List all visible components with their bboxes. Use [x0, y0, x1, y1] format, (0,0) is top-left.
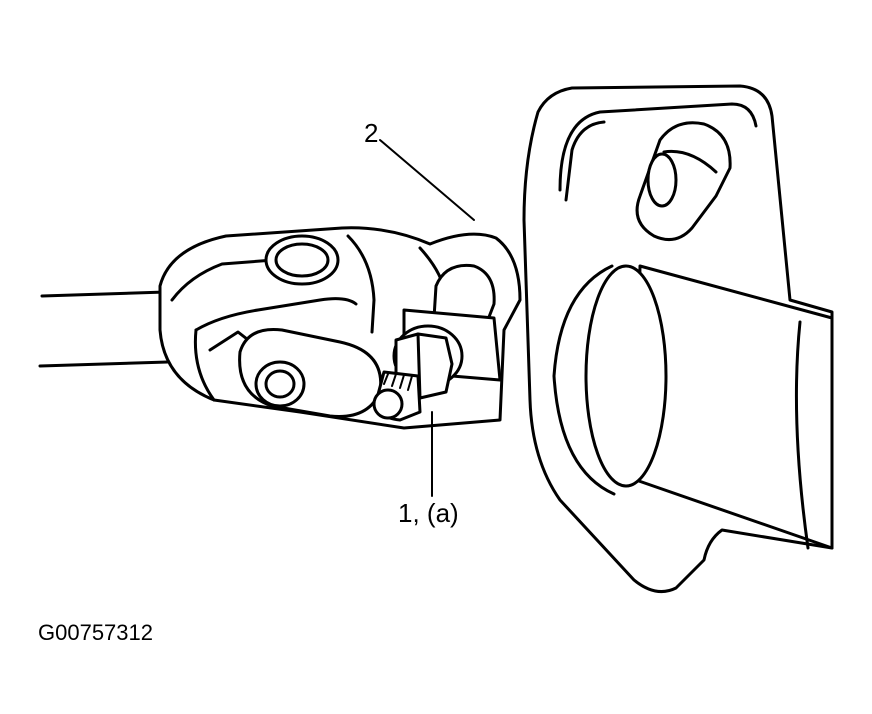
- yoke-cross-cap-upper: [264, 234, 340, 286]
- figure-code: G00757312: [38, 620, 153, 645]
- column-tube: [552, 264, 834, 550]
- callout-2: 2: [364, 118, 378, 148]
- leader-line-2: [379, 139, 475, 221]
- intermediate-shaft: [38, 290, 170, 368]
- bracket-stud: [635, 121, 732, 242]
- callout-1a: 1, (a): [398, 498, 459, 528]
- pinch-bolt: [372, 324, 464, 422]
- leader-lines: [379, 139, 475, 497]
